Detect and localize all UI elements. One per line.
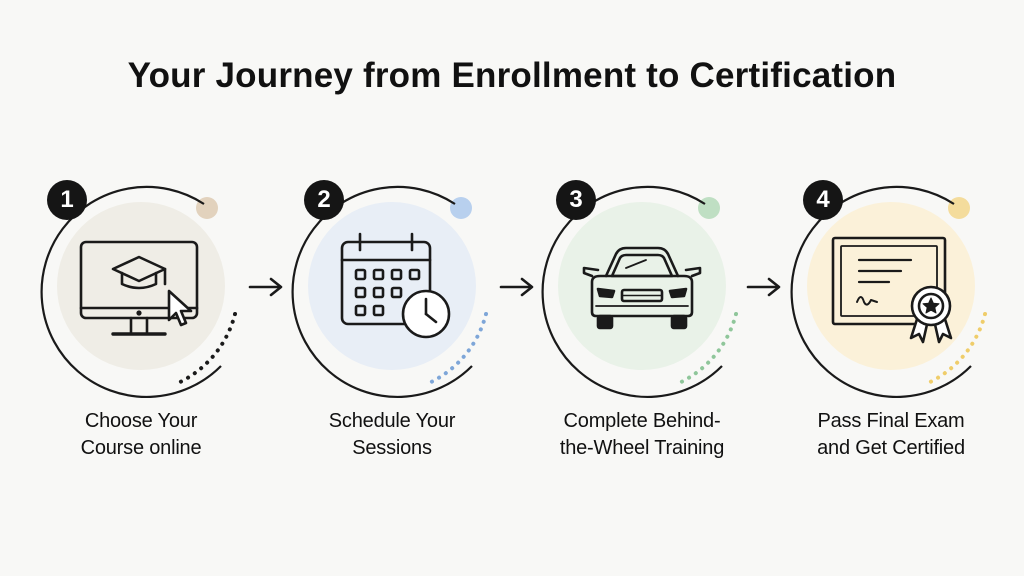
step-3-accent-dot [698,197,720,219]
step-1-fill-circle [57,202,225,370]
step-2-fill-circle [308,202,476,370]
step-3-number-badge: 3 [556,180,596,220]
step-1-caption-line-2: Course online [80,437,202,459]
step-4-caption-line-1: Pass Final Exam [817,410,965,432]
step-1: 1 Choose Your Course online [21,156,261,576]
calendar-clock-icon [340,232,451,339]
step-4-graphic [790,185,987,399]
step-1-outer-ring [40,185,222,399]
step-3-dotted-arc [675,312,738,386]
step-2-caption-line-2: Sessions [352,437,432,459]
step-2-caption-line-1: Schedule Your [328,410,456,432]
step-1-caption-line-1: Choose Your [84,410,198,432]
step-2: 2 Schedule Your Sessions [272,156,512,576]
step-3-caption-line-1: Complete Behind- [563,410,721,432]
step-2-outer-ring [291,185,473,399]
step-4-fill-circle [807,202,975,370]
step-3-fill-circle [558,202,726,370]
step-3-graphic [541,185,738,399]
step-4-number-badge: 4 [803,180,843,220]
step-1-dotted-arc [174,312,237,386]
step-4-caption-line-2: and Get Certified [817,437,965,459]
step-2-caption: Schedule Your Sessions [272,408,512,462]
step-2-graphic [291,185,488,399]
step-2-accent-dot [450,197,472,219]
arrow-right-icon [248,277,283,297]
step-3-outer-ring [541,185,723,399]
step-2-number-badge: 2 [304,180,344,220]
computer-graduation-cap-icon [79,240,199,336]
step-1-caption: Choose Your Course online [21,408,261,462]
step-4-accent-dot [948,197,970,219]
arrow-right-icon [499,277,534,297]
arrow-right-icon [746,277,781,297]
step-1-number-badge: 1 [47,180,87,220]
step-2-dotted-arc [425,312,488,386]
step-4-dotted-arc [924,312,987,386]
certificate-ribbon-icon [831,236,953,344]
car-icon [582,246,702,330]
step-4: 4 Pass Final Exam and Get Certified [771,156,1011,576]
step-3: 3 Complete Behind- the-Wheel Training [522,156,762,576]
step-1-graphic [40,185,237,399]
step-3-caption-line-2: the-Wheel Training [559,437,725,459]
step-4-outer-ring [790,185,972,399]
step-4-caption: Pass Final Exam and Get Certified [771,408,1011,462]
page-title: Your Journey from Enrollment to Certific… [127,56,897,95]
step-3-caption: Complete Behind- the-Wheel Training [522,408,762,462]
